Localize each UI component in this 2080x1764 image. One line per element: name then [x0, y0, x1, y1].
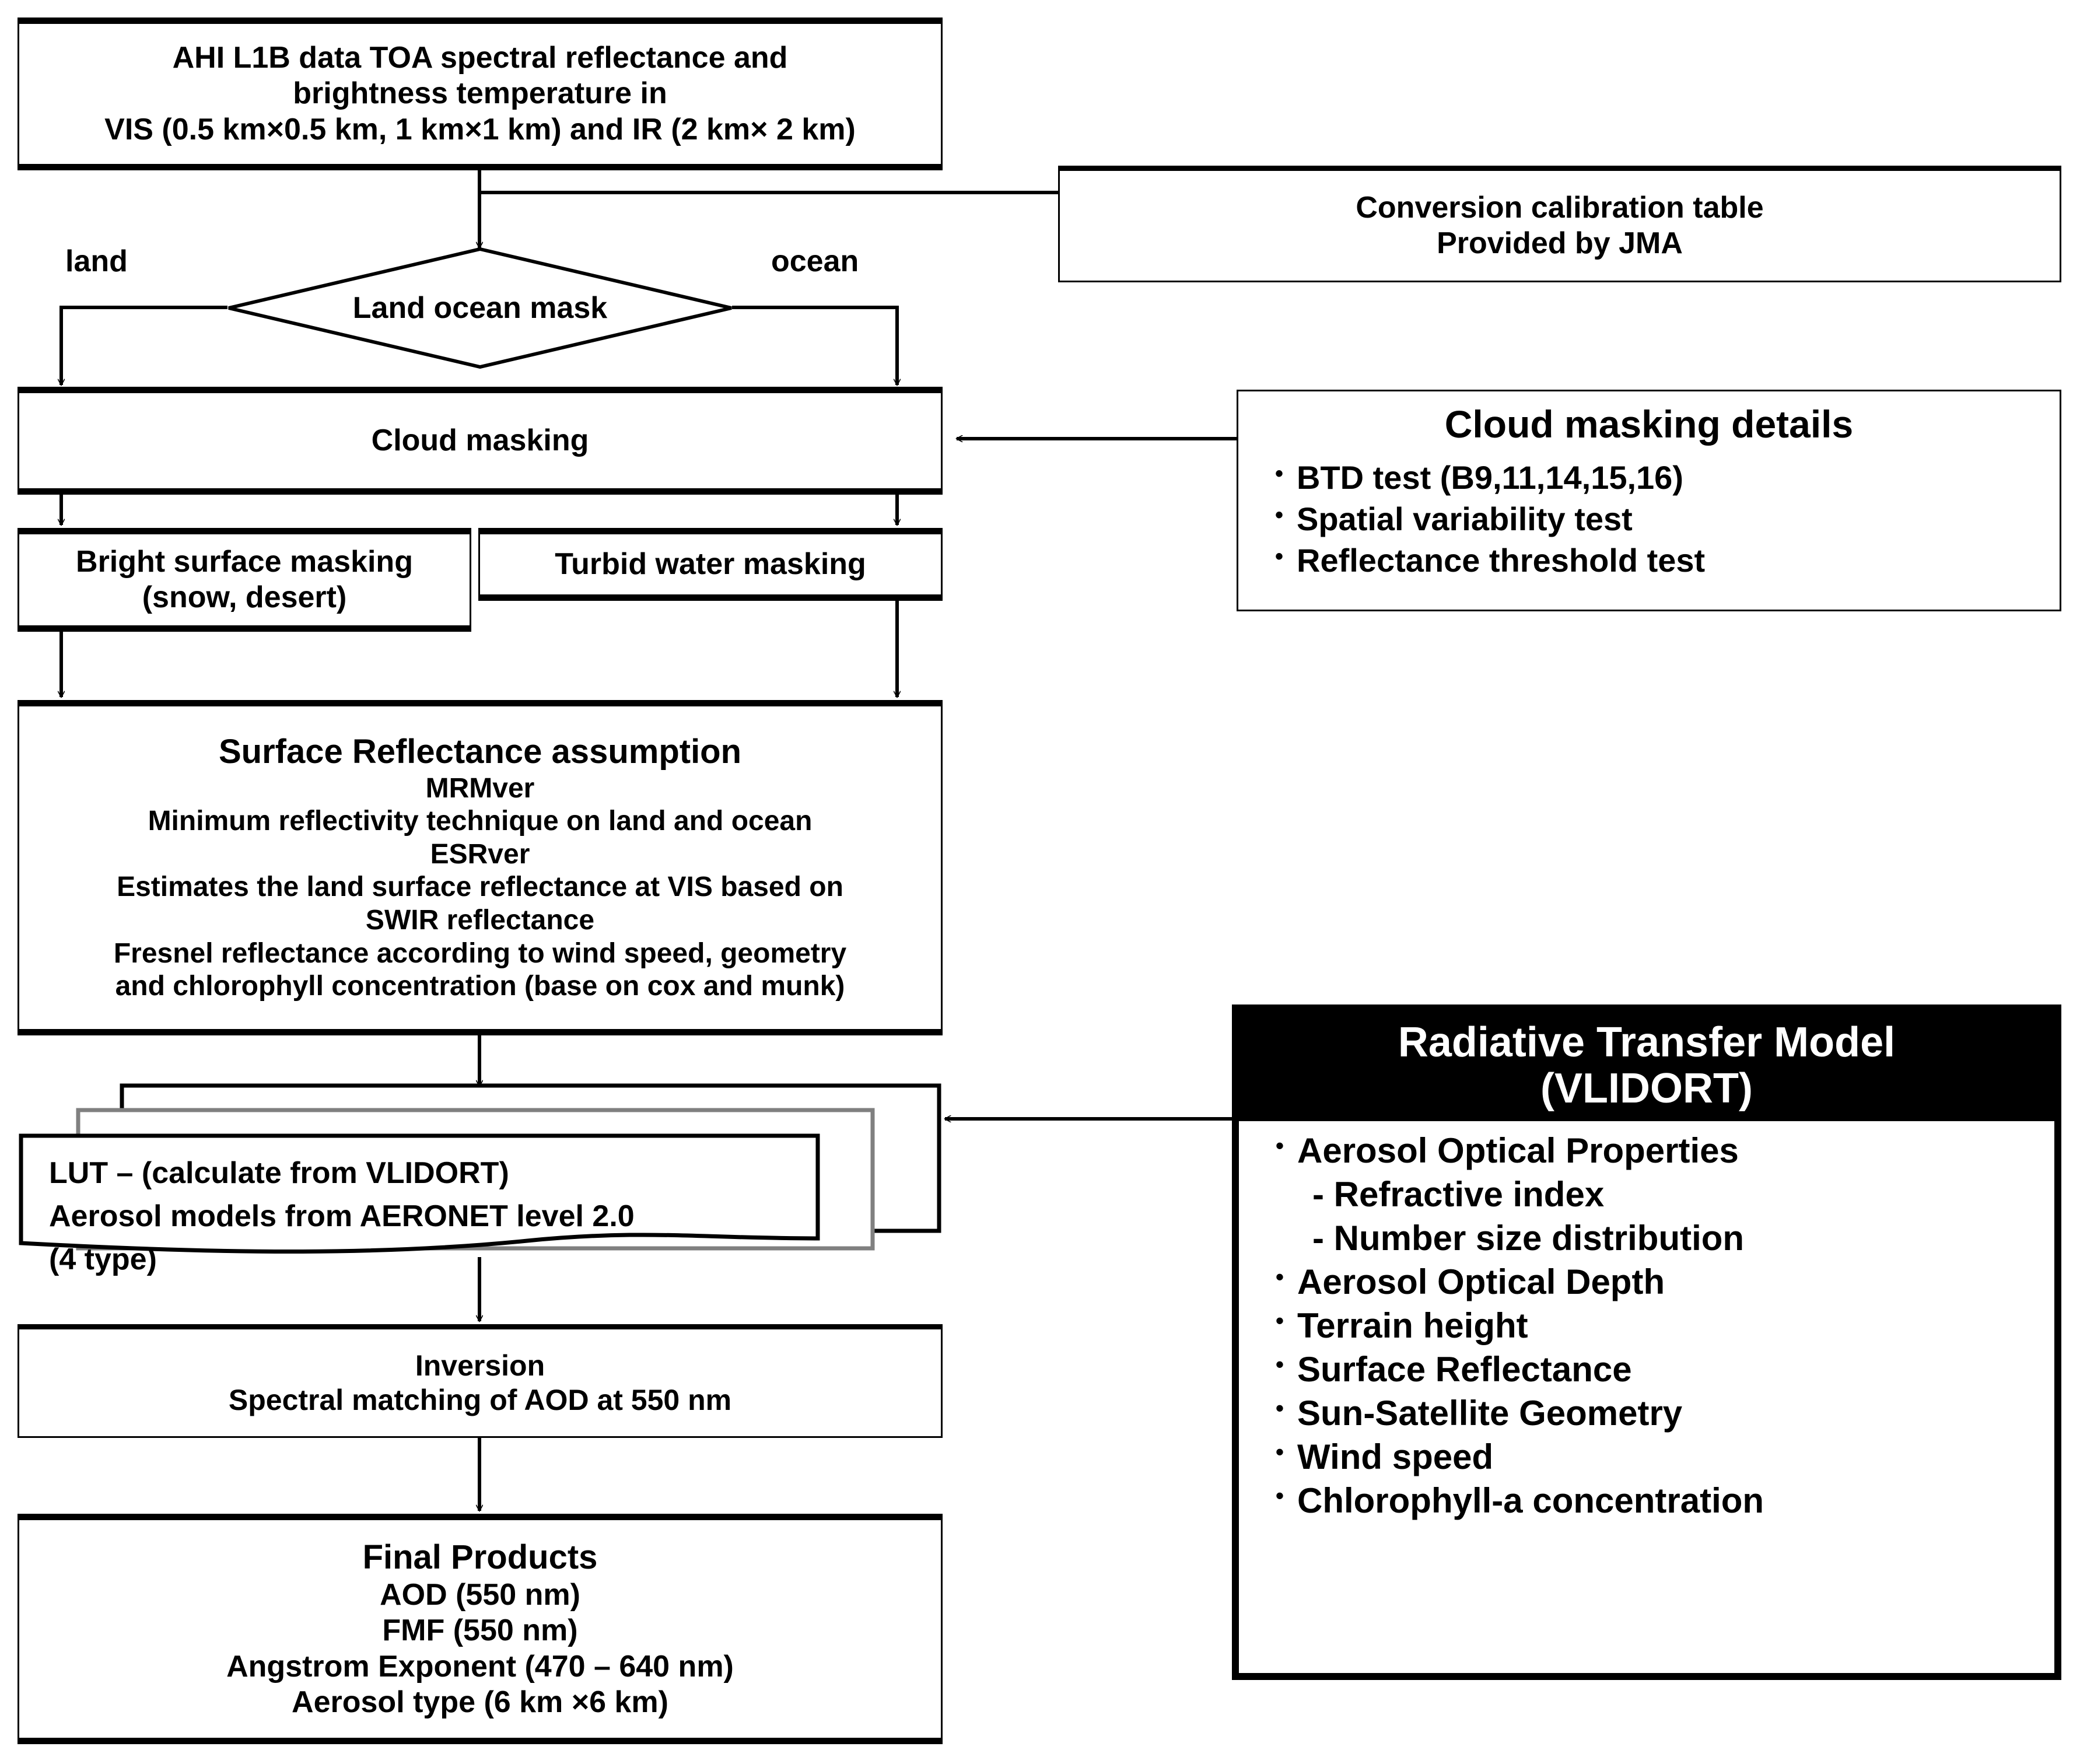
node-turbid-water-masking: Turbid water masking	[478, 528, 943, 601]
cloud-details-item-2: Spatial variability test	[1297, 500, 1633, 537]
calibration-line-2: Provided by JMA	[1437, 226, 1683, 260]
list-item: • BTD test (B9,11,14,15,16)	[1262, 459, 2060, 497]
cloud-details-item-1: BTD test (B9,11,14,15,16)	[1297, 459, 1683, 496]
sr-line-7: Fresnel reflectance according to wind sp…	[113, 937, 847, 969]
final-line-3: FMF (550 nm)	[382, 1614, 578, 1648]
bullet-icon: •	[1275, 1132, 1284, 1160]
branch-label-ocean: ocean	[771, 244, 859, 278]
rtm-item-7: Sun-Satellite Geometry	[1297, 1394, 1683, 1433]
list-item: • Sun-Satellite Geometry	[1262, 1393, 2054, 1433]
rtm-item-4: Aerosol Optical Depth	[1297, 1262, 1665, 1302]
list-item: • Spatial variability test	[1262, 500, 2060, 538]
rtm-body: • Aerosol Optical Properties • - Refract…	[1239, 1121, 2054, 1673]
ahi-input-line-3: VIS (0.5 km×0.5 km, 1 km×1 km) and IR (2…	[104, 112, 856, 146]
node-radiative-transfer-model: Radiative Transfer Model (VLIDORT) • Aer…	[1232, 1005, 2061, 1680]
node-cloud-masking: Cloud masking	[17, 387, 943, 495]
rtm-item-8: Wind speed	[1297, 1437, 1494, 1477]
node-surface-reflectance-assumption: Surface Reflectance assumption MRMver Mi…	[17, 700, 943, 1035]
list-item: • Chlorophyll-a concentration	[1262, 1480, 2054, 1521]
sr-line-2: MRMver	[425, 772, 535, 804]
bullet-icon: •	[1275, 1263, 1284, 1291]
lut-line-3: (4 type)	[49, 1242, 157, 1276]
rtm-header-line-2: (VLIDORT)	[1540, 1065, 1753, 1112]
list-item: • - Refractive index	[1262, 1174, 2054, 1214]
turbid-water-label: Turbid water masking	[555, 547, 866, 581]
rtm-item-5: Terrain height	[1297, 1306, 1528, 1346]
node-final-products: Final Products AOD (550 nm) FMF (550 nm)…	[17, 1514, 943, 1744]
rtm-list: • Aerosol Optical Properties • - Refract…	[1239, 1130, 2054, 1521]
node-ahi-input: AHI L1B data TOA spectral reflectance an…	[17, 18, 943, 170]
list-item: • Surface Reflectance	[1262, 1349, 2054, 1390]
list-item: • Terrain height	[1262, 1306, 2054, 1346]
bright-surface-line-2: (snow, desert)	[142, 580, 347, 614]
node-land-ocean-mask: Land ocean mask	[226, 247, 734, 369]
cloud-masking-label: Cloud masking	[371, 423, 589, 457]
sr-line-5: Estimates the land surface reflectance a…	[117, 872, 843, 903]
bullet-icon: •	[1275, 1438, 1284, 1466]
sr-line-6: SWIR reflectance	[365, 905, 595, 936]
branch-label-land: land	[65, 244, 128, 278]
sr-line-3: Minimum reflectivity technique on land a…	[148, 806, 813, 837]
node-lut-stack: LUT – (calculate from VLIDORT) Aerosol m…	[14, 1082, 953, 1276]
list-item: • Aerosol Optical Depth	[1262, 1262, 2054, 1302]
inversion-line-1: Inversion	[415, 1349, 545, 1382]
lut-line-2: Aerosol models from AERONET level 2.0	[49, 1199, 635, 1233]
sr-line-1: Surface Reflectance assumption	[218, 733, 742, 771]
list-item: • Reflectance threshold test	[1262, 541, 2060, 580]
rtm-item-2: - Refractive index	[1312, 1175, 1605, 1214]
bullet-icon: •	[1275, 1482, 1284, 1510]
node-bright-surface-masking: Bright surface masking (snow, desert)	[17, 528, 471, 632]
bright-surface-line-1: Bright surface masking	[76, 544, 413, 579]
ahi-input-line-2: brightness temperature in	[293, 76, 667, 111]
cloud-details-list: • BTD test (B9,11,14,15,16) • Spatial va…	[1238, 456, 2060, 583]
final-line-5: Aerosol type (6 km ×6 km)	[292, 1685, 668, 1720]
rtm-header: Radiative Transfer Model (VLIDORT)	[1239, 1012, 2054, 1122]
list-item: • - Number size distribution	[1262, 1218, 2054, 1258]
bullet-icon: •	[1274, 502, 1283, 528]
rtm-item-1: Aerosol Optical Properties	[1297, 1131, 1739, 1171]
rtm-item-9: Chlorophyll-a concentration	[1297, 1481, 1764, 1521]
list-item: • Wind speed	[1262, 1437, 2054, 1477]
node-conversion-calibration-table: Conversion calibration table Provided by…	[1058, 166, 2061, 282]
inversion-line-2: Spectral matching of AOD at 550 nm	[228, 1383, 732, 1416]
calibration-line-1: Conversion calibration table	[1356, 190, 1764, 225]
bullet-icon: •	[1275, 1394, 1284, 1422]
rtm-item-3: - Number size distribution	[1312, 1219, 1745, 1258]
cloud-details-header: Cloud masking details	[1444, 402, 1854, 446]
lut-text-block: LUT – (calculate from VLIDORT) Aerosol m…	[49, 1152, 635, 1281]
node-cloud-masking-details: Cloud masking details • BTD test (B9,11,…	[1237, 390, 2061, 611]
bullet-icon: •	[1274, 544, 1283, 570]
rtm-header-line-1: Radiative Transfer Model	[1398, 1019, 1896, 1066]
rtm-item-6: Surface Reflectance	[1297, 1350, 1632, 1390]
bullet-icon: •	[1275, 1307, 1284, 1335]
bullet-icon: •	[1274, 460, 1283, 487]
final-line-4: Angstrom Exponent (470 – 640 nm)	[226, 1649, 734, 1684]
list-item: • Aerosol Optical Properties	[1262, 1130, 2054, 1171]
final-line-1: Final Products	[362, 1538, 598, 1576]
sr-line-8: and chlorophyll concentration (base on c…	[115, 971, 845, 1002]
wire-mask-ocean	[732, 306, 897, 385]
cloud-details-item-3: Reflectance threshold test	[1297, 542, 1706, 579]
wire-mask-land	[61, 306, 227, 385]
lut-line-1: LUT – (calculate from VLIDORT)	[49, 1156, 509, 1190]
final-line-2: AOD (550 nm)	[380, 1578, 580, 1612]
sr-line-4: ESRver	[430, 838, 530, 870]
node-inversion: Inversion Spectral matching of AOD at 55…	[17, 1324, 943, 1438]
bullet-icon: •	[1275, 1350, 1284, 1378]
ahi-input-line-1: AHI L1B data TOA spectral reflectance an…	[172, 40, 788, 75]
